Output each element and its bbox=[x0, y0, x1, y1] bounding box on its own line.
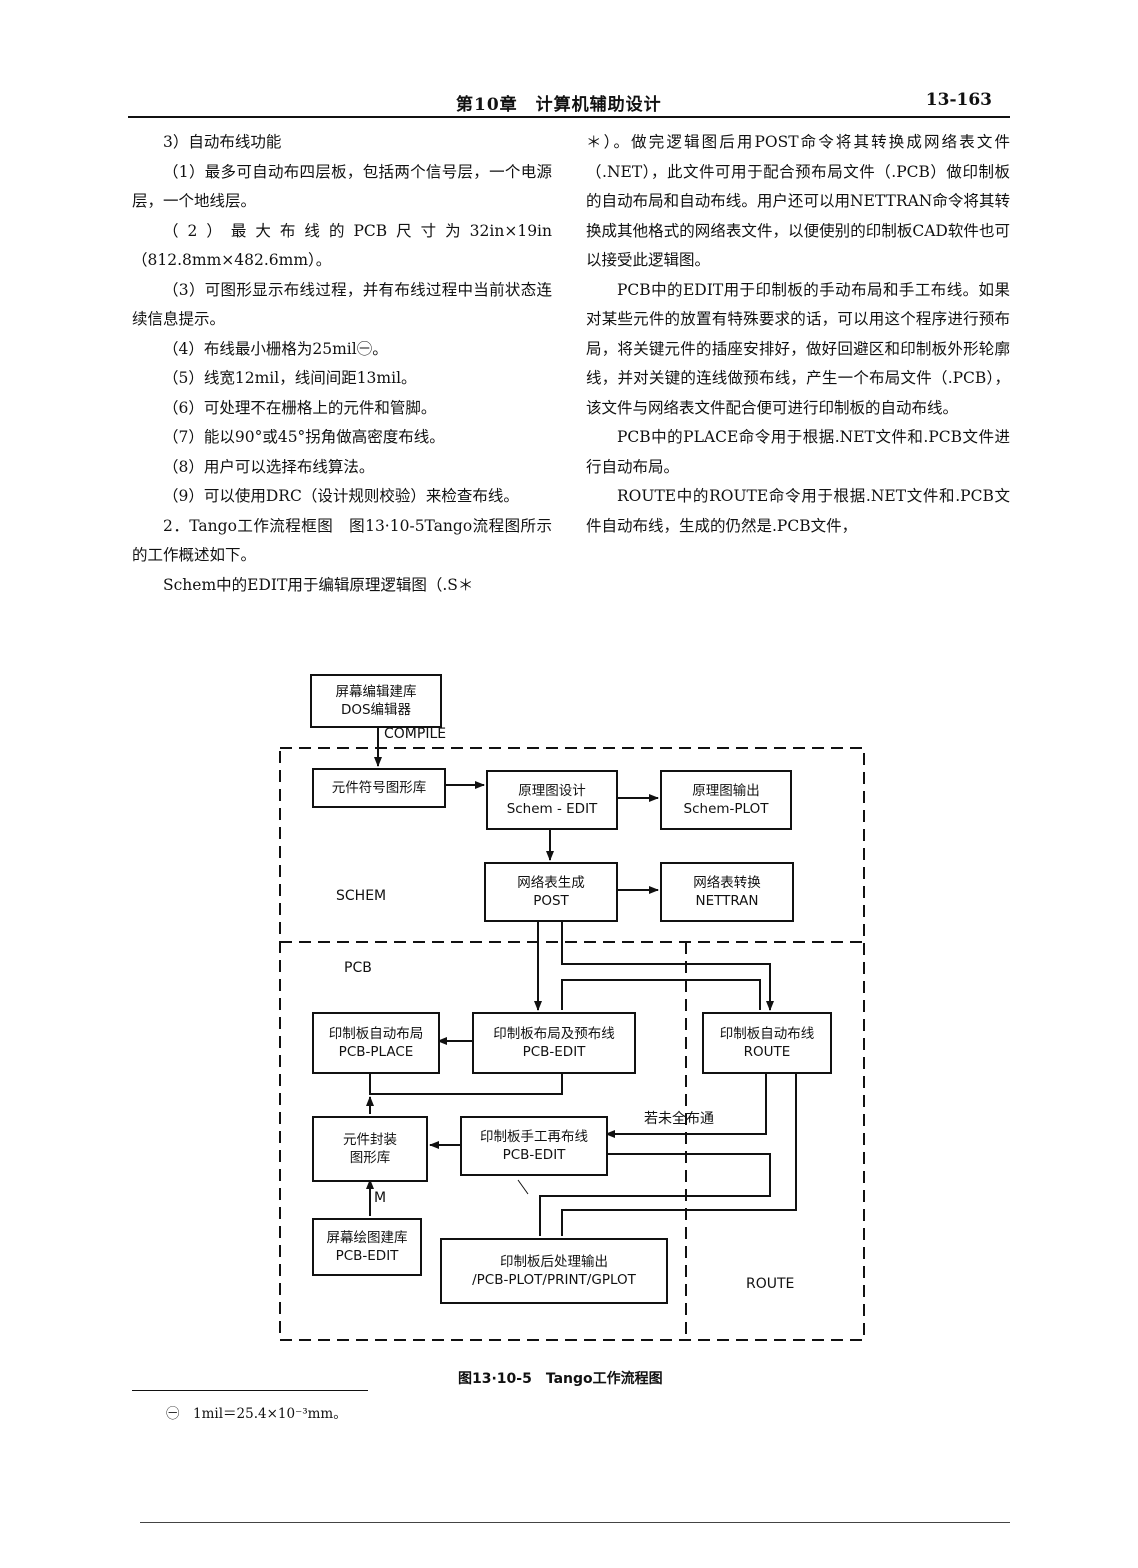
box-line: Schem - EDIT bbox=[506, 801, 598, 817]
box-line: PCB-EDIT bbox=[522, 1044, 586, 1060]
paragraph: Schem中的EDIT用于编辑原理逻辑图（.S＊ bbox=[163, 575, 474, 594]
box-line: 屏幕编辑建库 bbox=[335, 684, 417, 700]
paragraph: ROUTE中的ROUTE命令用于根据.NET文件和.PCB文件自动布线，生成的仍… bbox=[586, 487, 1010, 535]
compile-label: COMPILE bbox=[384, 726, 447, 742]
paragraph: （8）用户可以选择布线算法。 bbox=[163, 457, 375, 476]
schem-region-label: SCHEM bbox=[336, 888, 387, 904]
box-line: PCB-EDIT bbox=[502, 1147, 566, 1163]
paragraph: PCB中的PLACE命令用于根据.NET文件和.PCB文件进行自动布局。 bbox=[586, 428, 1010, 476]
symbol-library-box: 元件符号图形库 bbox=[312, 768, 446, 808]
pcb-edit-manual-box: 印制板手工再布线 PCB-EDIT bbox=[460, 1116, 608, 1176]
footnote: ㊀ 1mil＝25.4×10⁻³mm。 bbox=[166, 1406, 347, 1422]
paragraph: 3）自动布线功能 bbox=[163, 133, 282, 151]
pcb-edit-library-box: 屏幕绘图建库 PCB-EDIT bbox=[312, 1218, 422, 1276]
schem-plot-box: 原理图输出 Schem-PLOT bbox=[660, 770, 792, 830]
route-box: 印制板自动布线 ROUTE bbox=[702, 1012, 832, 1074]
box-line: /PCB-PLOT/PRINT/GPLOT bbox=[472, 1272, 636, 1288]
paragraph: （6）可处理不在栅格上的元件和管脚。 bbox=[163, 398, 437, 417]
box-line: PCB-EDIT bbox=[335, 1248, 399, 1264]
paragraph: （9）可以使用DRC（设计规则校验）来检查布线。 bbox=[163, 487, 519, 505]
box-line: 图形库 bbox=[349, 1150, 391, 1166]
box-line: DOS编辑器 bbox=[340, 702, 412, 718]
paragraph: 2．Tango工作流程框图 图13·10-5Tango流程图所示的工作概述如下。 bbox=[132, 516, 552, 565]
paragraph: （7）能以90°或45°拐角做高密度布线。 bbox=[163, 428, 445, 446]
tango-flowchart: 屏幕编辑建库 DOS编辑器 COMPILE 元件符号图形库 原理图设计 Sche… bbox=[270, 668, 870, 1348]
bottom-rule bbox=[140, 1522, 1010, 1523]
box-line: 印制板布局及预布线 bbox=[493, 1026, 615, 1042]
dos-editor-box: 屏幕编辑建库 DOS编辑器 bbox=[310, 674, 442, 728]
post-box: 网络表生成 POST bbox=[484, 862, 618, 922]
schem-edit-box: 原理图设计 Schem - EDIT bbox=[486, 770, 618, 830]
box-line: 印制板自动布局 bbox=[328, 1026, 424, 1042]
box-line: 原理图设计 bbox=[518, 783, 586, 799]
figure-caption: 图13·10-5 Tango工作流程图 bbox=[458, 1371, 663, 1387]
paragraph: ＊）。做完逻辑图后用POST命令将其转换成网络表文件（.NET），此文件可用于配… bbox=[586, 133, 1010, 269]
box-line: 原理图输出 bbox=[692, 783, 760, 799]
box-line: 网络表生成 bbox=[517, 875, 585, 891]
paragraph: （1）最多可自动布四层板，包括两个信号层，一个电源层，一个地线层。 bbox=[132, 162, 552, 211]
flowchart-connectors bbox=[279, 728, 865, 1341]
running-header: 第10章 计算机辅助设计 13-163 bbox=[128, 88, 1010, 118]
pcb-edit-layout-box: 印制板布局及预布线 PCB-EDIT bbox=[472, 1012, 636, 1074]
pcb-place-box: 印制板自动布局 PCB-PLACE bbox=[312, 1012, 440, 1074]
box-line: 网络表转换 bbox=[693, 875, 761, 891]
page-number: 13-163 bbox=[925, 90, 992, 110]
left-text-column: 3）自动布线功能 （1）最多可自动布四层板，包括两个信号层，一个电源层，一个地线… bbox=[132, 128, 552, 600]
footnote-rule bbox=[132, 1390, 368, 1391]
paragraph: （3）可图形显示布线过程，并有布线过程中当前状态连续信息提示。 bbox=[132, 280, 552, 329]
paragraph: （2）最大布线的PCB尺寸为32in×19in（812.8mm×482.6mm）… bbox=[132, 221, 552, 270]
chapter-title: 第10章 计算机辅助设计 bbox=[456, 95, 662, 115]
box-line: ROUTE bbox=[743, 1044, 791, 1060]
footprint-library-box: 元件封装 图形库 bbox=[312, 1116, 428, 1182]
route-region-label: ROUTE bbox=[746, 1276, 795, 1292]
pcb-region-label: PCB bbox=[344, 960, 372, 976]
box-line: NETTRAN bbox=[695, 893, 759, 909]
right-text-column: ＊）。做完逻辑图后用POST命令将其转换成网络表文件（.NET），此文件可用于配… bbox=[586, 128, 1010, 541]
m-label: M bbox=[374, 1190, 387, 1206]
box-line: 屏幕绘图建库 bbox=[326, 1230, 408, 1246]
box-line: PCB-PLACE bbox=[338, 1044, 414, 1060]
post-output-box: 印制板后处理输出 /PCB-PLOT/PRINT/GPLOT bbox=[440, 1238, 668, 1304]
box-line: 印制板自动布线 bbox=[719, 1026, 815, 1042]
box-line: 元件符号图形库 bbox=[331, 780, 427, 796]
box-line: 元件封装 bbox=[343, 1132, 397, 1148]
paragraph: （5）线宽12mil，线间间距13mil。 bbox=[163, 369, 417, 387]
paragraph: （4）布线最小栅格为25mil㊀。 bbox=[163, 339, 388, 358]
box-line: 印制板手工再布线 bbox=[480, 1129, 588, 1145]
box-line: POST bbox=[533, 893, 569, 909]
paragraph: PCB中的EDIT用于印制板的手动布局和手工布线。如果对某些元件的放置有特殊要求… bbox=[586, 280, 1010, 417]
nettran-box: 网络表转换 NETTRAN bbox=[660, 862, 794, 922]
box-line: 印制板后处理输出 bbox=[500, 1254, 608, 1270]
box-line: Schem-PLOT bbox=[683, 801, 769, 817]
not-complete-label: 若未全布通 bbox=[644, 1111, 714, 1127]
